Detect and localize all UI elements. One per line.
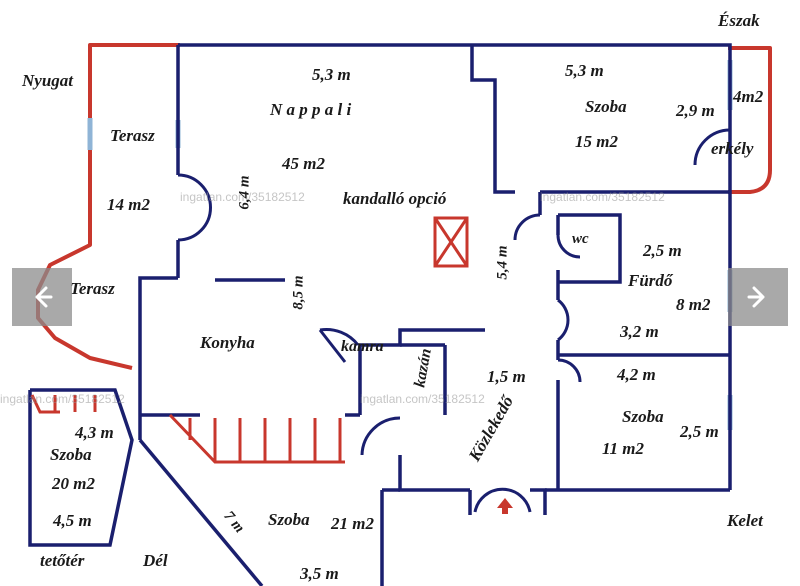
- hall-width: 1,5 m: [487, 367, 526, 386]
- room-se-width: 4,2 m: [617, 365, 656, 384]
- kitchen-name: Konyha: [200, 333, 255, 352]
- living-width: 5,3 m: [312, 65, 351, 84]
- compass-north: Észak: [718, 11, 760, 30]
- bath-depth: 3,2 m: [620, 322, 659, 341]
- compass-west: Nyugat: [22, 71, 73, 90]
- compass-east: Kelet: [727, 511, 763, 530]
- living-area: 45 m2: [282, 154, 325, 173]
- wc-name: wc: [572, 231, 589, 247]
- room-se-area: 11 m2: [602, 439, 645, 458]
- room-ne-area: 15 m2: [575, 132, 618, 151]
- room-ne-name: Szoba: [585, 97, 627, 116]
- attic-caption: tetőtér: [40, 551, 85, 570]
- watermark: ingatlan.com/35182512: [360, 392, 485, 406]
- arrow-left-icon: [35, 286, 53, 308]
- terrace-lower-name: Terasz: [70, 279, 115, 298]
- room-ne-width: 5,3 m: [565, 61, 604, 80]
- attic-width: 4,3 m: [75, 423, 114, 442]
- terrace-upper-name: Terasz: [110, 126, 155, 145]
- hall-length: 5,4 m: [494, 245, 511, 280]
- fireplace-label: kandalló opció: [343, 189, 447, 208]
- room-s-width: 3,5 m: [300, 564, 339, 583]
- fireplace-icon: [433, 216, 469, 268]
- room-se-depth: 2,5 m: [680, 422, 719, 441]
- room-s-area: 21 m2: [331, 514, 374, 533]
- prev-image-button[interactable]: [12, 268, 72, 326]
- room-s-name: Szoba: [268, 510, 310, 529]
- balcony-name: erkély: [711, 139, 754, 158]
- door-swings: [177, 128, 731, 513]
- arrow-right-icon: [747, 286, 765, 308]
- kitchen-length: 8,5 m: [290, 275, 307, 310]
- walls: [28, 43, 732, 586]
- pantry-name: kamra: [341, 338, 384, 355]
- attic-depth: 4,5 m: [53, 511, 92, 530]
- attic-name: Szoba: [50, 445, 92, 464]
- living-height: 6,4 m: [236, 175, 253, 210]
- watermark: ingatlan.com/35182512: [540, 190, 665, 204]
- bath-width: 2,5 m: [643, 241, 682, 260]
- living-name: N a p p a l i: [270, 100, 352, 119]
- attic-area: 20 m2: [52, 474, 95, 493]
- bath-area: 8 m2: [676, 295, 711, 314]
- compass-south: Dél: [143, 551, 168, 570]
- terrace-upper-area: 14 m2: [107, 195, 150, 214]
- room-se-name: Szoba: [622, 407, 664, 426]
- next-image-button[interactable]: [728, 268, 788, 326]
- entrance-arrow-icon: [497, 498, 513, 514]
- stairs: [30, 394, 345, 464]
- balcony-area: 4m2: [733, 87, 764, 106]
- bath-name: Fürdő: [628, 271, 673, 290]
- watermark: ingatlan.com/35182512: [180, 190, 305, 204]
- watermark: ingatlan.com/35182512: [0, 392, 125, 406]
- room-ne-depth: 2,9 m: [676, 101, 715, 120]
